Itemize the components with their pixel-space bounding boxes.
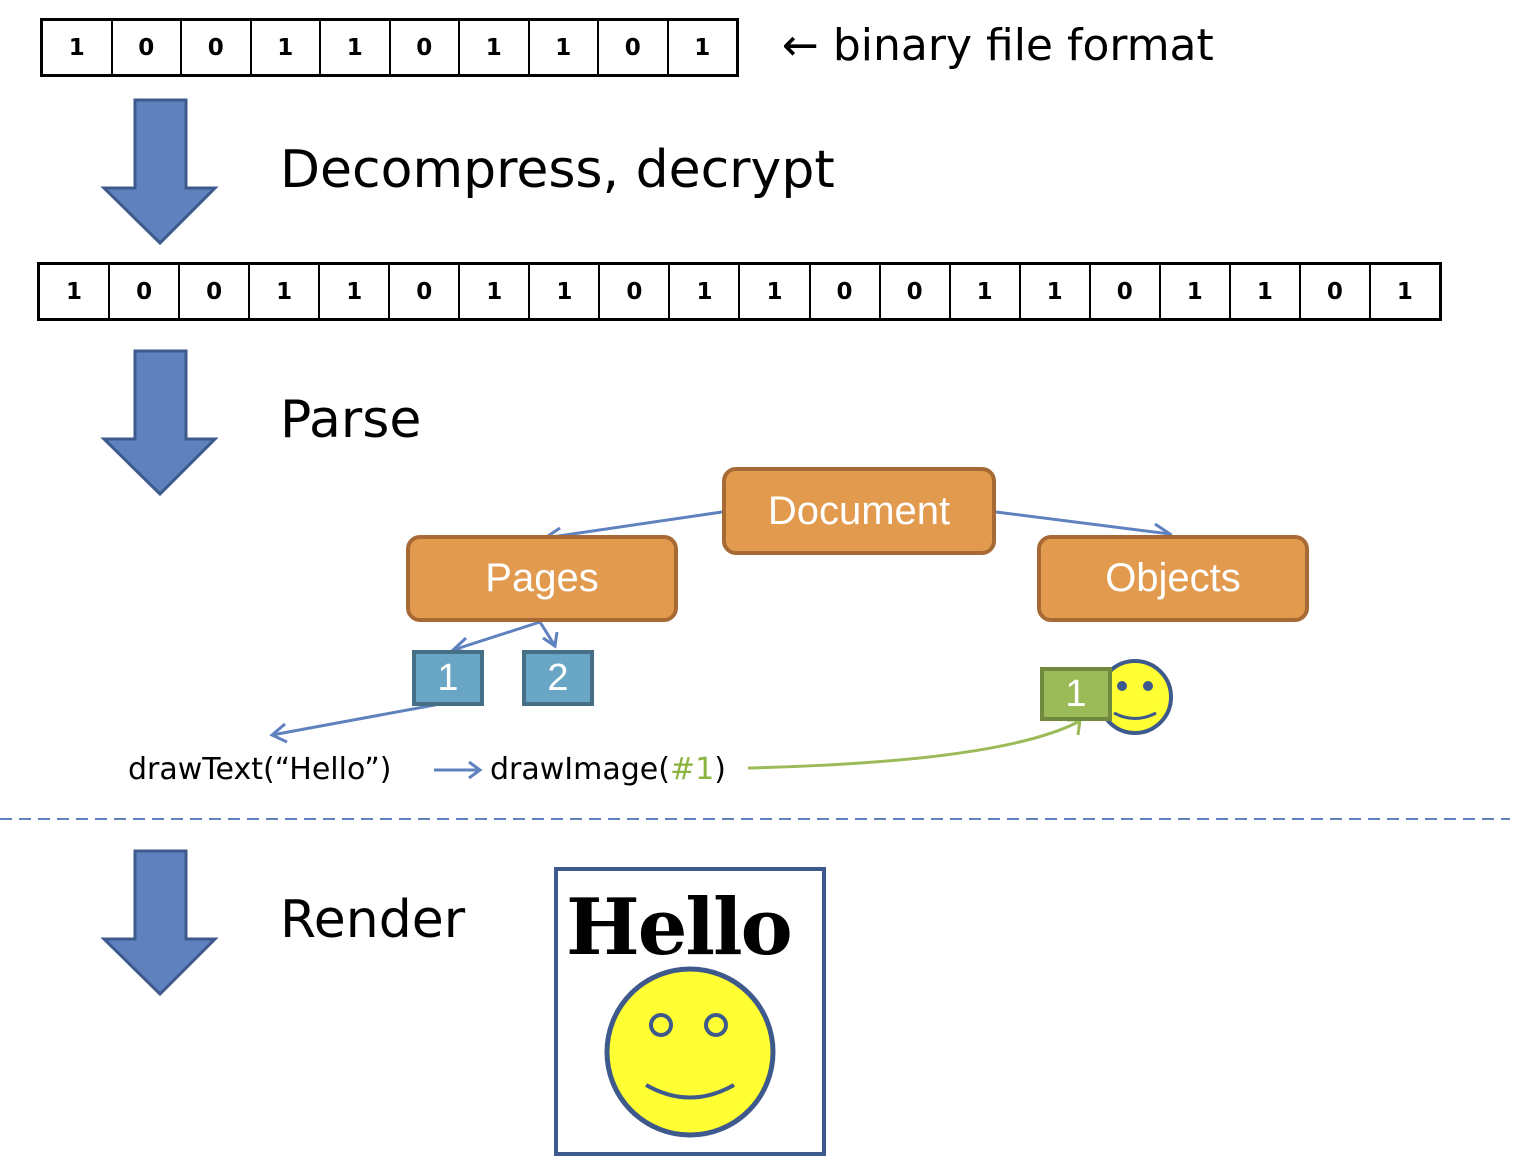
down-arrow-icon xyxy=(100,98,219,246)
bit-cell: 1 xyxy=(321,21,391,74)
down-arrow-icon xyxy=(100,849,219,997)
bit-cell: 1 xyxy=(740,265,811,318)
bit-cell: 1 xyxy=(951,265,1021,318)
document-node: Document xyxy=(722,467,996,555)
bit-cell: 0 xyxy=(881,265,951,318)
bit-cell: 0 xyxy=(182,21,252,74)
rendered-hello-text: Hello xyxy=(566,882,793,973)
page-node-1: 1 xyxy=(412,650,484,706)
step-parse-label: Parse xyxy=(280,390,422,450)
down-arrow-icon xyxy=(100,349,219,497)
step-decompress-label: Decompress, decrypt xyxy=(280,140,835,200)
bit-cell: 1 xyxy=(670,265,741,318)
bit-cell: 0 xyxy=(811,265,881,318)
bit-cell: 0 xyxy=(599,21,669,74)
bit-cell: 0 xyxy=(390,265,461,318)
bit-cell: 1 xyxy=(250,265,321,318)
draw-text-call: drawText(“Hello”) xyxy=(128,752,392,787)
smiley-icon xyxy=(604,966,776,1138)
bit-cell: 1 xyxy=(530,21,599,74)
bit-cell: 1 xyxy=(1161,265,1231,318)
bit-cell: 0 xyxy=(110,265,181,318)
bit-cell: 1 xyxy=(252,21,321,74)
bit-cell: 0 xyxy=(180,265,251,318)
bit-cell: 1 xyxy=(460,21,530,74)
binary-format-note: ← binary file format xyxy=(782,20,1214,71)
image-reference-link xyxy=(747,718,1082,770)
bit-cell: 0 xyxy=(600,265,671,318)
bit-cell: 0 xyxy=(113,21,182,74)
bit-cell: 1 xyxy=(1396,278,1413,305)
objects-node: Objects xyxy=(1037,535,1309,622)
bit-cell: 1 xyxy=(43,21,113,74)
step-render-label: Render xyxy=(280,890,466,950)
bit-cell: 1 xyxy=(1021,265,1091,318)
bit-cell: 0 xyxy=(1091,265,1161,318)
bit-cell: 1 xyxy=(40,265,111,318)
draw-image-reference: #1 xyxy=(669,752,715,787)
object-node-1: 1 xyxy=(1040,667,1112,721)
pages-node: Pages xyxy=(406,535,678,622)
draw-image-prefix: drawImage( xyxy=(490,752,670,787)
bit-cell: 1 xyxy=(530,265,601,318)
page-node-2: 2 xyxy=(522,650,594,706)
draw-image-call: drawImage(#1) xyxy=(490,752,726,787)
bit-cell: 0 xyxy=(1301,265,1371,318)
bit-cell: 0 xyxy=(391,21,460,74)
draw-image-suffix: ) xyxy=(714,752,726,787)
bit-cell: 1 xyxy=(320,265,391,318)
tree-connectors xyxy=(269,510,1173,780)
bit-cell: 1 xyxy=(460,265,531,318)
bit-cell: 1 xyxy=(1231,265,1301,318)
bit-cell: 1 xyxy=(694,34,711,61)
